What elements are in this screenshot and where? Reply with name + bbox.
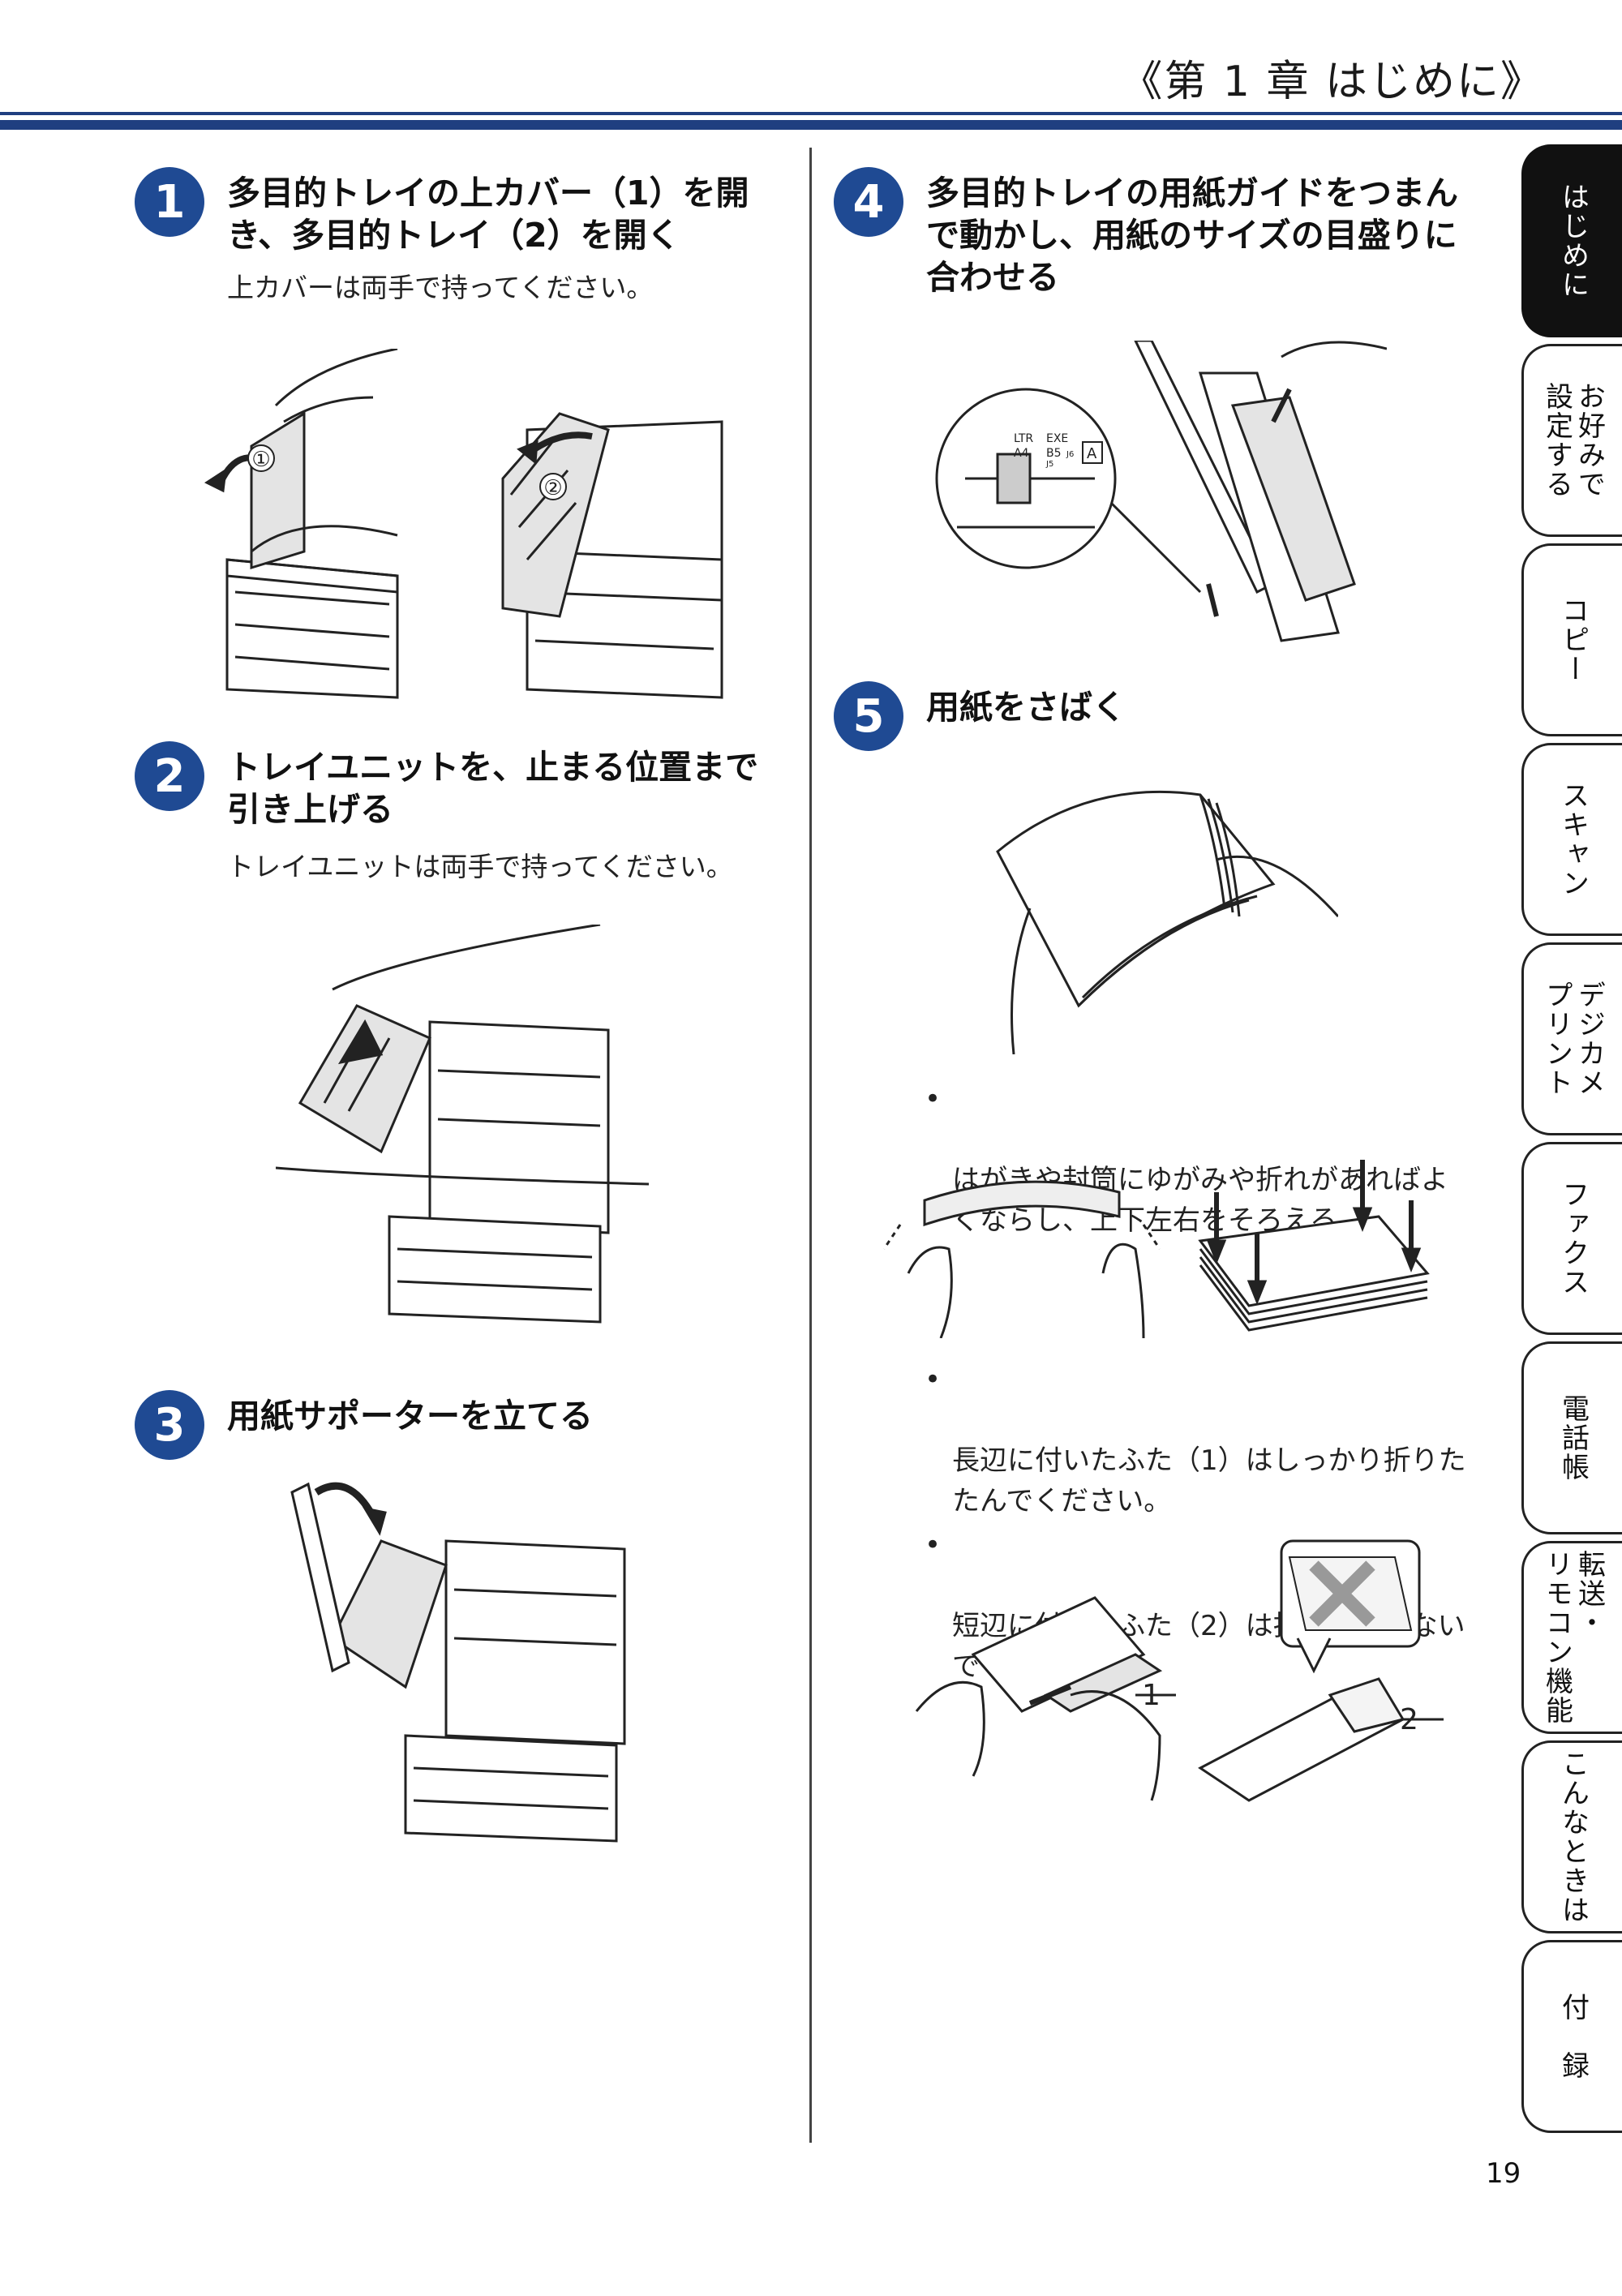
bullet-text: 長辺に付いたふた（1）はしっかり折りた たんでください。 — [952, 1444, 1466, 1517]
guide-label-b5: B5 — [1046, 447, 1062, 460]
header-rule-thick — [0, 120, 1622, 130]
tab-label: はじめに — [1556, 182, 1590, 299]
illustration-fan-paper — [981, 787, 1338, 1054]
tab-copy[interactable]: コピー — [1521, 543, 1622, 736]
guide-label-a4: A4 — [1014, 447, 1029, 460]
guide-label-a: A — [1087, 445, 1097, 462]
tab-label: ファクス — [1556, 1180, 1590, 1297]
step-number-badge: 4 — [834, 167, 903, 237]
bullet-list-1: • はがきや封筒にゆがみや折れがあればよ くならし、上下左右をそろえる — [925, 1079, 1508, 1244]
illustration-open-tray: ① ② — [203, 349, 738, 706]
callout-2-text: ② — [543, 476, 562, 500]
tab-label: 転送・ リモコン機能 — [1540, 1550, 1606, 1725]
step-heading: 多目的トレイの上カバー（1）を開 き、多目的トレイ（2）を開く — [227, 174, 749, 255]
tab-troubleshooting[interactable]: こんなときは — [1521, 1740, 1622, 1933]
tab-settings[interactable]: お好みで 設定する — [1521, 344, 1622, 537]
guide-label-j5: J5 — [1045, 460, 1053, 469]
illustration-raise-tray-unit — [276, 925, 649, 1330]
column-divider — [809, 148, 812, 2143]
tab-label: スキャン — [1556, 781, 1590, 898]
tab-appendix[interactable]: 付 録 — [1521, 1940, 1622, 2133]
illustration-envelope-flaps: 1 2 — [892, 1533, 1444, 1817]
tab-label: デジカメ プリント — [1540, 981, 1606, 1097]
guide-label-j6: J6 — [1066, 450, 1074, 459]
tab-label: 付 録 — [1556, 1993, 1590, 2080]
bullet-glyph: • — [925, 1529, 942, 1561]
bullet-text: はがきや封筒にゆがみや折れがあればよ くならし、上下左右をそろえる — [952, 1164, 1448, 1237]
guide-label-exe: EXE — [1046, 432, 1068, 445]
step-heading: 多目的トレイの用紙ガイドをつまん で動かし、用紙のサイズの目盛りに 合わせる — [926, 174, 1458, 297]
step-3: 3 用紙サポーターを立てる — [135, 1390, 800, 1471]
step-number-badge: 5 — [834, 681, 903, 751]
tab-label: 電話帳 — [1556, 1394, 1590, 1482]
tab-label: こんなときは — [1556, 1749, 1590, 1925]
step-5: 5 用紙をさばく — [834, 681, 1499, 762]
tab-fax[interactable]: ファクス — [1521, 1142, 1622, 1335]
bullet-item: • 長辺に付いたふた（1）はしっかり折りた たんでください。 — [925, 1359, 1508, 1521]
step-4: 4 多目的トレイの用紙ガイドをつまん で動かし、用紙のサイズの目盛りに 合わせる — [834, 167, 1499, 345]
tab-scan[interactable]: スキャン — [1521, 743, 1622, 936]
tab-forward-remote[interactable]: 転送・ リモコン機能 — [1521, 1541, 1622, 1734]
header-rule-thin — [0, 112, 1622, 115]
step-number-badge: 2 — [135, 741, 204, 811]
callout-flap-2: 2 — [1400, 1703, 1418, 1736]
tab-hajimeni[interactable]: はじめに — [1521, 144, 1622, 337]
step-number-badge: 1 — [135, 167, 204, 237]
step-note: 上カバーは両手で持ってください。 — [227, 272, 654, 303]
step-heading: 用紙サポーターを立てる — [227, 1397, 593, 1436]
callout-flap-1: 1 — [1142, 1679, 1161, 1712]
page-number: 19 — [1486, 2157, 1521, 2190]
step-number-badge: 3 — [135, 1390, 204, 1460]
step-heading: 用紙をさばく — [926, 688, 1126, 727]
chapter-title: 《第 1 章 はじめに》 — [1120, 58, 1544, 106]
callout-1-text: ① — [251, 448, 270, 472]
bullet-item: • はがきや封筒にゆがみや折れがあればよ くならし、上下左右をそろえる — [925, 1079, 1508, 1241]
step-heading: トレイユニットを、止まる位置まで 引き上げる — [227, 748, 759, 829]
step-note: トレイユニットは両手で持ってください。 — [227, 851, 733, 882]
tab-photo-print[interactable]: デジカメ プリント — [1521, 942, 1622, 1135]
illustration-paper-guide: LTR A4 EXE B5 J5 J6 A — [933, 341, 1387, 649]
bullet-glyph: • — [925, 1363, 942, 1396]
tab-label: お好みで 設定する — [1540, 382, 1606, 499]
step-2: 2 トレイユニットを、止まる位置まで 引き上げる トレイユニットは両手で持ってく… — [135, 741, 800, 903]
tab-phonebook[interactable]: 電話帳 — [1521, 1341, 1622, 1534]
bullet-glyph: • — [925, 1083, 942, 1115]
step-1: 1 多目的トレイの上カバー（1）を開 き、多目的トレイ（2）を開く 上カバーは両… — [135, 167, 800, 329]
illustration-flatten-envelopes — [876, 1160, 1444, 1338]
illustration-paper-support — [284, 1476, 633, 1849]
guide-label-ltr: LTR — [1014, 432, 1033, 445]
tab-label: コピー — [1556, 596, 1590, 684]
